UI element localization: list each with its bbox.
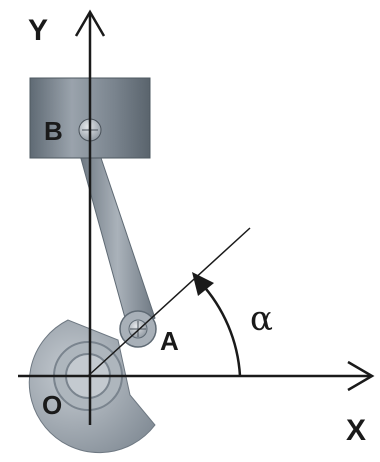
angle-alpha-label: α (250, 299, 273, 339)
x-axis-arrow (347, 360, 375, 392)
angle-arc (199, 281, 242, 377)
y-axis-arrow (74, 9, 106, 37)
point-b-label: B (44, 116, 63, 146)
angle-arrowhead (192, 272, 214, 296)
origin-label: O (42, 390, 62, 420)
x-axis-label: X (346, 414, 366, 447)
crank-line (87, 227, 251, 377)
point-a-label: A (160, 326, 179, 356)
y-axis-label: Y (28, 14, 48, 47)
